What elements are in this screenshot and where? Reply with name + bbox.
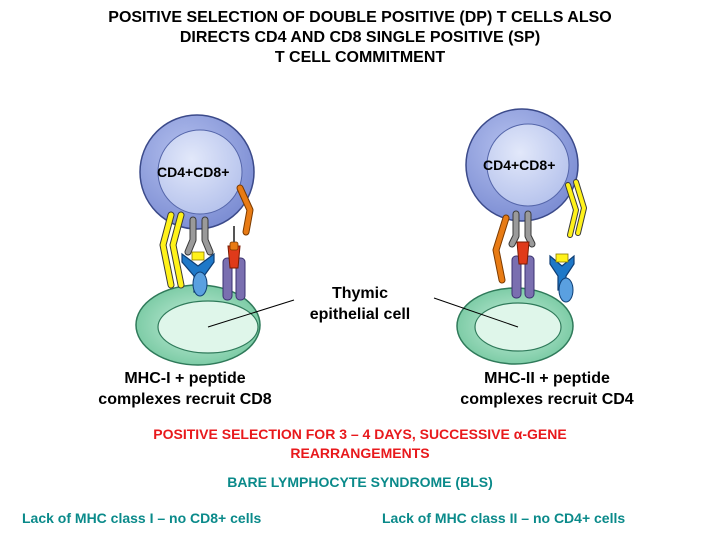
pointer-line-right	[433, 297, 519, 328]
right-caption-line-1: MHC-II + peptide	[484, 370, 610, 387]
bls-class-i-note: Lack of MHC class I – no CD8+ cells	[22, 510, 262, 526]
right-cd8-coreceptor	[565, 179, 587, 238]
left-mhc-class-ii	[222, 241, 246, 301]
left-caption: MHC-I + peptide complexes recruit CD8	[70, 368, 300, 410]
right-caption: MHC-II + peptide complexes recruit CD4	[430, 368, 664, 410]
epithelial-label-line-2: epithelial cell	[309, 306, 411, 323]
title-line-1: POSITIVE SELECTION OF DOUBLE POSITIVE (D…	[108, 9, 612, 26]
title-line-2: DIRECTS CD4 AND CD8 SINGLE POSITIVE (SP)	[179, 29, 541, 46]
left-caption-line-2: complexes recruit CD8	[98, 391, 272, 408]
epithelial-cell-label: Thymic epithelial cell	[290, 283, 430, 325]
left-epithelial-cell	[135, 284, 261, 366]
positive-selection-line-1: POSITIVE SELECTION FOR 3 – 4 DAYS, SUCCE…	[153, 426, 567, 442]
page-title: POSITIVE SELECTION OF DOUBLE POSITIVE (D…	[0, 8, 720, 68]
left-cd8-coreceptor	[159, 211, 185, 289]
left-cell-label: CD4+CD8+	[157, 164, 230, 180]
left-tcr	[184, 216, 214, 256]
right-selection-group	[456, 108, 587, 365]
right-tcr	[508, 210, 536, 248]
pointer-line-left	[207, 299, 295, 328]
bls-heading: BARE LYMPHOCYTE SYNDROME (BLS)	[227, 474, 493, 490]
bls-class-ii-note: Lack of MHC class II – no CD4+ cells	[382, 510, 626, 526]
right-caption-line-2: complexes recruit CD4	[460, 391, 634, 408]
left-caption-line-1: MHC-I + peptide	[124, 370, 246, 387]
right-mhc-class-i	[549, 253, 575, 303]
right-mhc-class-ii	[511, 241, 535, 299]
right-t-cell	[465, 108, 579, 222]
epithelial-label-line-1: Thymic	[331, 285, 388, 302]
positive-selection-note: POSITIVE SELECTION FOR 3 – 4 DAYS, SUCCE…	[0, 425, 720, 463]
title-line-3: T CELL COMMITMENT	[274, 49, 446, 66]
positive-selection-line-2: REARRANGEMENTS	[290, 445, 430, 461]
left-selection-group	[135, 114, 261, 366]
right-cell-label: CD4+CD8+	[483, 157, 556, 173]
left-mhc-class-i	[181, 251, 215, 297]
left-t-cell	[139, 114, 255, 230]
